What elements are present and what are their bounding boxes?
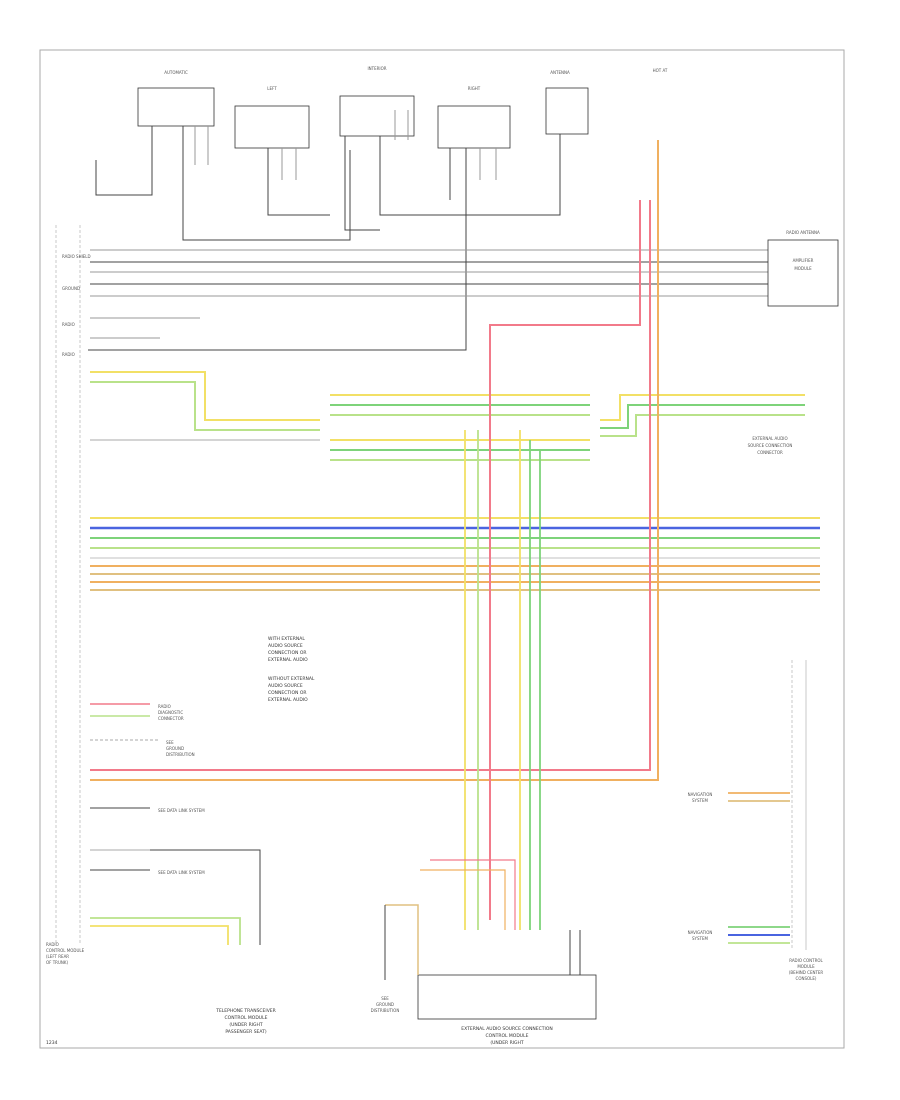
module-radio-antenna bbox=[767, 239, 839, 307]
bottom-right-module-line-2: (BEHIND CENTER bbox=[789, 970, 824, 975]
audio-signal-wires bbox=[90, 371, 805, 461]
bottom-left-line-2: (UNDER RIGHT bbox=[229, 1022, 263, 1028]
mid-note-1-line-3: EXTERNAL AUDIO bbox=[268, 657, 308, 663]
bottom-center-line-2: (UNDER RIGHT bbox=[490, 1040, 524, 1046]
mid-note-2-line-3: EXTERNAL AUDIO bbox=[268, 697, 308, 703]
bottom-center-line-0: EXTERNAL AUDIO SOURCE CONNECTION bbox=[461, 1026, 552, 1032]
right-ref-nav-2-line-1: SYSTEM bbox=[692, 936, 708, 941]
right-lower-connector bbox=[728, 660, 807, 950]
right-mid-label-2: CONNECTOR bbox=[757, 450, 783, 455]
left-label-radio-2: RADIO bbox=[62, 352, 75, 357]
left-ref-diag-line-1: DIAGNOSTIC bbox=[158, 710, 183, 715]
left-label-ground: GROUND bbox=[62, 286, 80, 291]
module-antenna-amp-label: ANTENNA bbox=[550, 70, 570, 75]
right-mid-label-0: EXTERNAL AUDIO bbox=[752, 436, 787, 441]
left-ref-diag-line-0: RADIO bbox=[158, 704, 171, 709]
module-amplifier-label: AUTOMATIC bbox=[164, 70, 188, 75]
mid-note-2-line-1: AUDIO SOURCE bbox=[268, 683, 303, 689]
hot-at-all-times-label: HOT AT bbox=[653, 68, 668, 73]
bottom-left-line-0: TELEPHONE TRANSCEIVER bbox=[215, 1008, 276, 1014]
power-feed-wires bbox=[90, 140, 659, 920]
right-ref-nav-2-line-0: NAVIGATION bbox=[688, 930, 713, 935]
left-lower-wires bbox=[90, 703, 261, 945]
module-radio-antenna-label-2: MODULE bbox=[794, 266, 812, 271]
right-mid-label-1: SOURCE CONNECTION bbox=[748, 443, 793, 448]
bottom-left-line-1: CONTROL MODULE bbox=[225, 1015, 268, 1021]
center-vertical-wires bbox=[420, 430, 541, 930]
module-right-speaker bbox=[437, 105, 511, 149]
bottom-left-module-line-1: CONTROL MODULE bbox=[46, 948, 85, 953]
left-ref-datalink-2: SEE DATA LINK SYSTEM bbox=[158, 870, 205, 875]
bottom-center-line-1: CONTROL MODULE bbox=[486, 1033, 529, 1039]
module-external-audio bbox=[417, 974, 597, 1020]
bottom-left-module-line-3: OF TRUNK) bbox=[46, 960, 68, 965]
bottom-left-line-3: PASSENGER SEAT) bbox=[225, 1029, 266, 1035]
module-right-speaker-label: RIGHT bbox=[468, 86, 481, 91]
left-label-radio-1: RADIO bbox=[62, 322, 75, 327]
left-label-radio-shield: RADIO SHIELD bbox=[62, 254, 91, 259]
bottom-center-ground-1: GROUND bbox=[376, 1002, 394, 1007]
mid-note-1-line-0: WITH EXTERNAL bbox=[268, 636, 305, 642]
left-ref-diag-line-2: CONNECTOR bbox=[158, 716, 184, 721]
diagram-frame bbox=[39, 49, 845, 1049]
mid-note-1-line-2: CONNECTION OR bbox=[268, 650, 307, 656]
mid-note-2-line-2: CONNECTION OR bbox=[268, 690, 307, 696]
bottom-left-module-line-0: RADIO bbox=[46, 942, 59, 947]
bottom-center-ground-0: SEE bbox=[381, 996, 389, 1001]
top-wires bbox=[88, 110, 561, 351]
left-ref-datalink-1: SEE DATA LINK SYSTEM bbox=[158, 808, 205, 813]
left-ref-ground-line-1: GROUND bbox=[166, 746, 184, 751]
bottom-right-module-line-3: CONSOLE) bbox=[796, 976, 817, 981]
bottom-center-ground-2: DISTRIBUTION bbox=[371, 1008, 400, 1013]
left-ref-ground-line-0: SEE bbox=[166, 740, 174, 745]
long-colored-bus bbox=[90, 517, 820, 591]
right-ref-nav-1-line-0: NAVIGATION bbox=[688, 792, 713, 797]
right-ref-nav-1-line-1: SYSTEM bbox=[692, 798, 708, 803]
module-interior-light bbox=[339, 95, 415, 137]
upper-bus-wires bbox=[90, 249, 770, 339]
module-radio-antenna-label-1: AMPLIFIER bbox=[793, 258, 814, 263]
bottom-right-module-line-1: MODULE bbox=[797, 964, 815, 969]
module-radio-antenna-label-0: RADIO ANTENNA bbox=[786, 230, 820, 235]
left-ref-ground-line-2: DISTRIBUTION bbox=[166, 752, 195, 757]
left-connector-strip bbox=[55, 225, 81, 945]
module-left-speaker bbox=[234, 105, 310, 149]
center-module-pins bbox=[384, 904, 581, 980]
bottom-right-module-line-0: RADIO CONTROL bbox=[789, 958, 823, 963]
module-amplifier bbox=[137, 87, 215, 127]
bottom-left-module-line-2: (LEFT REAR bbox=[46, 954, 69, 959]
mid-note-2-line-0: WITHOUT EXTERNAL bbox=[268, 676, 315, 682]
module-interior-light-label: INTERIOR bbox=[367, 66, 386, 71]
mid-note-1-line-1: AUDIO SOURCE bbox=[268, 643, 303, 649]
module-left-speaker-label: LEFT bbox=[267, 86, 277, 91]
module-antenna-amp bbox=[545, 87, 589, 135]
footer-code: 1234 bbox=[46, 1040, 58, 1046]
